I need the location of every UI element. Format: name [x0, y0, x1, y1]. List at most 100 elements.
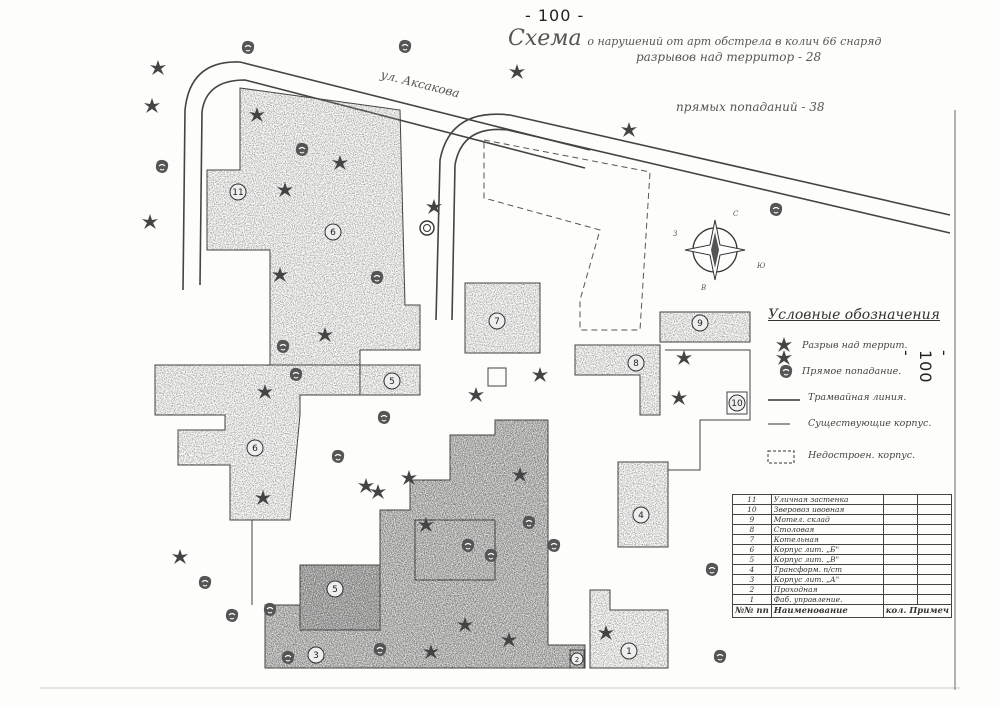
- label-8: 8: [627, 354, 645, 372]
- direct-hit-icon: [225, 608, 239, 623]
- svg-text:11: 11: [232, 188, 243, 198]
- direct-hit-icon: [705, 562, 719, 577]
- title-line-2: прямых попаданий - 38: [676, 100, 825, 114]
- legend-item-explosion: Разрыв над террит.: [802, 340, 908, 351]
- legend-symbols: [767, 337, 800, 464]
- compass-icon: С Ю З В: [673, 210, 766, 292]
- label-9: 9: [691, 314, 709, 332]
- label-4: 4: [632, 506, 650, 524]
- direct-hit-icon: [263, 602, 277, 617]
- svg-text:Ю: Ю: [756, 262, 766, 270]
- direct-hit-icon: [522, 515, 536, 530]
- direct-hit-icon: [398, 39, 412, 54]
- legend-item-existing-building: Существующие корпус.: [808, 418, 932, 429]
- direct-hit-icon: [713, 649, 727, 664]
- direct-hit-icon: [295, 142, 309, 157]
- label-10: 10: [728, 394, 746, 412]
- explosion-icon: [621, 122, 637, 137]
- explosion-icon: [509, 64, 525, 79]
- svg-text:С: С: [733, 210, 739, 218]
- label-3: 3: [307, 646, 325, 664]
- label-11: 11: [229, 183, 247, 201]
- svg-text:4: 4: [638, 511, 644, 521]
- direct-hit-icon: [289, 367, 303, 382]
- direct-hit-icon: [276, 339, 290, 354]
- direct-hit-icon: [370, 270, 384, 285]
- page-number-side: - 100 -: [897, 350, 954, 384]
- direct-hit-icon: [331, 449, 345, 464]
- unfinished-building-outline: [483, 139, 651, 331]
- explosion-icon: [776, 350, 792, 365]
- direct-hit-icon: [241, 40, 255, 55]
- direct-hit-icon: [281, 650, 295, 665]
- direct-hit-icon: [461, 538, 475, 553]
- label-7: 7: [488, 312, 506, 330]
- explosion-icon: [676, 350, 692, 365]
- label-6a: 6: [324, 223, 342, 241]
- explosion-icon: [671, 390, 687, 405]
- label-5a: 5: [383, 372, 401, 390]
- legend-item-direct-hit: Прямое попадание.: [802, 366, 902, 377]
- building-8: [575, 345, 660, 415]
- building-4: [618, 462, 668, 547]
- direct-hit-icon: [547, 538, 561, 553]
- direct-hit-icon: [769, 202, 783, 217]
- explosion-icon: [532, 367, 548, 382]
- svg-text:2: 2: [575, 656, 579, 664]
- svg-text:3: 3: [313, 651, 319, 661]
- svg-text:8: 8: [633, 359, 639, 369]
- tram-line-left: [182, 61, 591, 291]
- building-3: [265, 420, 585, 668]
- svg-text:10: 10: [731, 399, 743, 409]
- legend-item-unfinished-building: Недостроен. корпус.: [808, 450, 916, 461]
- explosion-icon: [144, 98, 160, 113]
- direct-hit-icon: [373, 642, 387, 657]
- explosion-icon: [468, 387, 484, 402]
- title-word: Схема: [508, 26, 582, 51]
- svg-text:7: 7: [494, 317, 500, 327]
- svg-text:1: 1: [626, 647, 632, 657]
- tram-line-right: [435, 113, 951, 321]
- title-rest: о нарушений от арт обстрела в колич 66 с…: [587, 35, 882, 48]
- explosion-icon: [142, 214, 158, 229]
- building-6a: [207, 88, 420, 365]
- direct-hit-icon: [377, 410, 391, 425]
- explosion-icon: [358, 478, 374, 493]
- direct-hit-icon: [198, 575, 212, 590]
- page-number-top: - 100 -: [525, 6, 585, 25]
- street-label: ул. Аксакова: [378, 67, 461, 100]
- title-line-1: разрывов над территор - 28: [636, 50, 822, 64]
- svg-text:З: З: [673, 230, 678, 238]
- svg-text:5: 5: [389, 377, 395, 387]
- map-title: Схема о нарушений от арт обстрела в коли…: [508, 26, 881, 51]
- label-2: 2: [570, 652, 584, 666]
- explosion-icon: [150, 60, 166, 75]
- svg-text:9: 9: [697, 319, 703, 329]
- legend-title: Условные обозначения: [768, 307, 940, 323]
- svg-text:В: В: [700, 284, 706, 292]
- legend-item-tram-line: Трамвайная линия.: [808, 392, 907, 403]
- direct-hit-icon: [484, 548, 498, 563]
- direct-hit-icon: [155, 159, 169, 174]
- explosion-icon: [172, 549, 188, 564]
- svg-text:6: 6: [252, 444, 258, 454]
- svg-text:6: 6: [330, 228, 336, 238]
- label-6b: 6: [246, 439, 264, 457]
- explosion-icon: [370, 484, 386, 499]
- label-1: 1: [620, 642, 638, 660]
- label-5b: 5: [326, 580, 344, 598]
